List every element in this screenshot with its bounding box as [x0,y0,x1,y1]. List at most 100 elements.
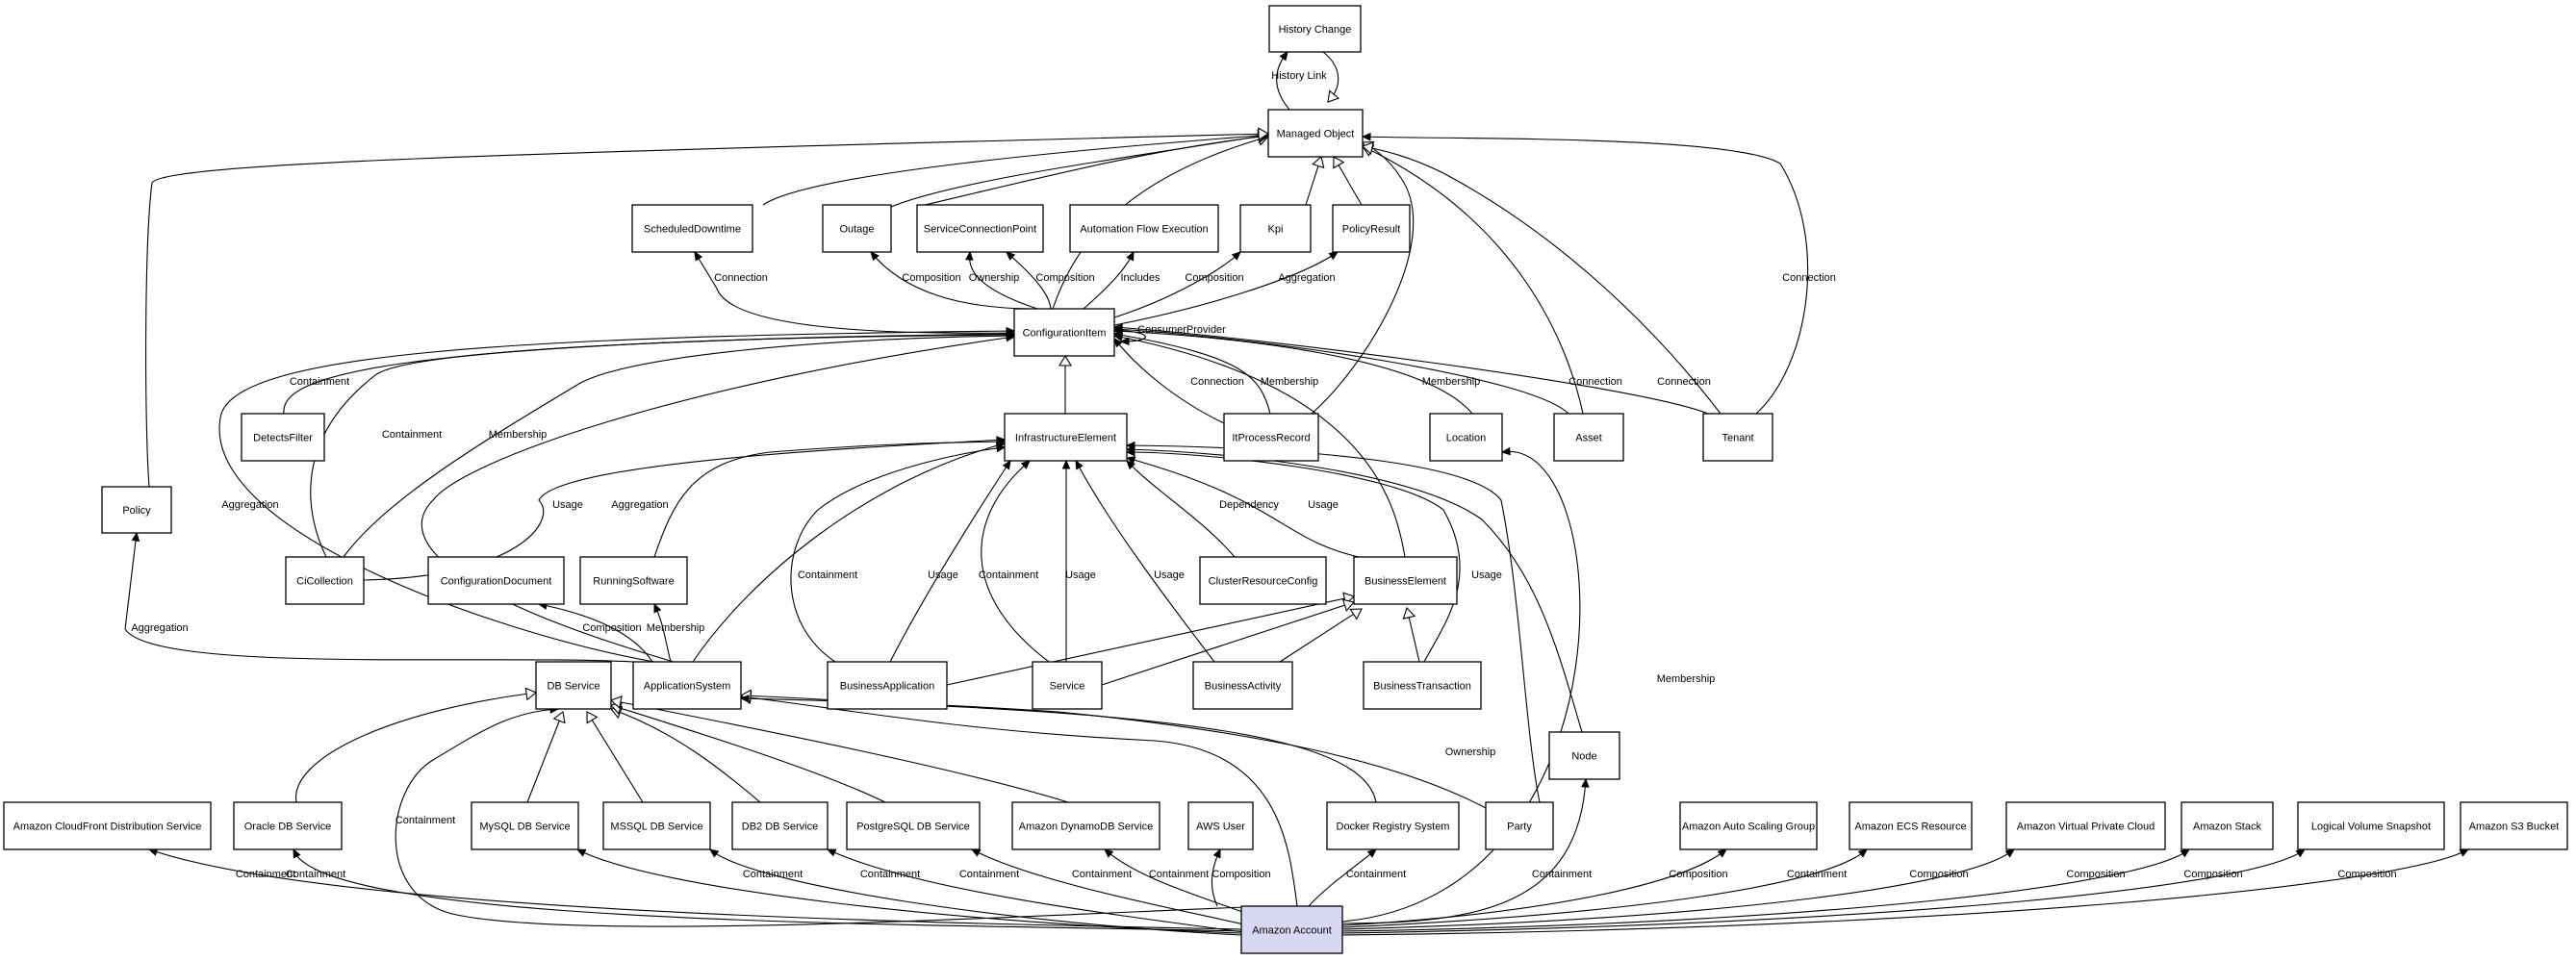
node-node[interactable]: Node [1548,731,1620,780]
node-amazon-s3[interactable]: Amazon S3 Bucket [2460,801,2568,850]
edge-amazon_account-to-location [1341,446,1581,923]
node-label: ConfigurationDocument [441,576,552,588]
edge-label-usage: Usage [1154,569,1185,581]
edge-service-to-infrastructure_element [981,460,1050,663]
edge-line-14 [870,251,1031,310]
edge-it_process_record-to-configuration_item [1113,338,1225,424]
node-box [2297,801,2445,850]
edge-line-29 [1113,326,1709,415]
edge-19-arrowhead [1328,251,1339,261]
edge-application_system-to-policy [124,531,634,663]
node-business-activity[interactable]: BusinessActivity [1192,661,1293,710]
node-configuration-item[interactable]: ConfigurationItem [1013,308,1115,357]
node-tenant[interactable]: Tenant [1702,413,1773,462]
node-history-change[interactable]: History Change [1268,5,1362,53]
edge-39-arrowhead [1061,459,1071,469]
node-application-system[interactable]: ApplicationSystem [632,661,742,710]
node-db2-db[interactable]: DB2 DB Service [731,801,829,850]
edge-line-56 [610,708,761,803]
node-box [1199,556,1327,605]
node-amazon-cloudfront[interactable]: Amazon CloudFront Distribution Service [3,801,212,850]
node-label: AWS User [1196,822,1245,833]
edge-line-47 [1101,601,1355,686]
edge-line-30 [218,330,1015,663]
edge-line-55 [586,711,644,803]
node-amazon-auto-scaling[interactable]: Amazon Auto Scaling Group [1679,801,1818,850]
node-business-element[interactable]: BusinessElement [1353,556,1458,605]
edge-73-arrowhead [1500,446,1511,456]
edge-line-65 [576,848,1242,934]
node-amazon-dynamodb[interactable]: Amazon DynamoDB Service [1011,801,1160,850]
node-box [1702,413,1773,462]
edge-8-arrowhead [1258,127,1270,141]
edge-72-arrowhead [1581,777,1590,788]
edge-65-arrowhead [575,848,587,857]
node-logical-volume-snapshot[interactable]: Logical Volume Snapshot [2297,801,2445,850]
node-db-service[interactable]: DB Service [535,661,612,710]
node-scheduled-downtime[interactable]: ScheduledDowntime [631,204,753,253]
node-postgresql-db[interactable]: PostgreSQL DB Service [846,801,981,850]
node-outage[interactable]: Outage [822,204,892,253]
node-ci-collection[interactable]: CiCollection [285,556,365,605]
node-infrastructure-element[interactable]: InfrastructureElement [1004,413,1128,462]
node-mssql-db[interactable]: MSSQL DB Service [602,801,711,850]
edge-label-aggregation: Aggregation [611,499,668,511]
edge-line-60 [740,695,1298,907]
node-service-connection-point[interactable]: ServiceConnectionPoint [916,204,1044,253]
node-automation-flow-execution[interactable]: Automation Flow Execution [1069,204,1219,253]
node-detects-filter[interactable]: DetectsFilter [241,413,325,462]
node-box [1239,204,1312,253]
node-amazon-stack[interactable]: Amazon Stack [2181,801,2274,850]
node-box [1011,801,1160,850]
node-amazon-vpc[interactable]: Amazon Virtual Private Cloud [2005,801,2166,850]
edge-line-34 [653,441,1006,558]
node-policy[interactable]: Policy [101,486,172,534]
node-docker-registry[interactable]: Docker Registry System [1326,801,1460,850]
edge-41-arrowhead [1126,460,1135,470]
node-label: Docker Registry System [1337,822,1450,833]
edge-label-connection: Connection [1657,376,1711,388]
edge-29-arrowhead [1112,323,1123,332]
edge-14-arrowhead [870,251,880,262]
edge-line-8 [145,133,1269,488]
node-business-transaction[interactable]: BusinessTransaction [1363,661,1482,710]
edge-2-arrowhead [1312,155,1325,169]
node-party[interactable]: Party [1485,801,1554,850]
node-configuration-document[interactable]: ConfigurationDocument [427,556,565,605]
edge-amazon_account-to-mssql_db [709,848,1242,936]
edge-line-9 [1311,141,1415,415]
node-asset[interactable]: Asset [1553,413,1624,462]
edge-label-containment: Containment [860,869,920,880]
node-mysql-db[interactable]: MySQL DB Service [471,801,579,850]
node-amazon-ecs[interactable]: Amazon ECS Resource [1849,801,1973,850]
node-managed-object[interactable]: Managed Object [1267,109,1364,158]
node-amazon-account[interactable]: Amazon Account [1240,905,1343,954]
edge-application_system-to-configuration_item [218,326,1016,663]
node-box [1192,661,1293,710]
edge-label-membership: Membership [489,429,548,441]
node-business-application[interactable]: BusinessApplication [827,661,948,710]
node-label: CiCollection [296,576,353,588]
edge-configuration_item-to-kpi [1113,251,1241,318]
node-policy-result[interactable]: PolicyResult [1332,204,1411,253]
edge-18-arrowhead [1231,251,1241,261]
edge-configuration_item-to-scheduled_downtime [694,250,1015,334]
edge-53-arrowhead [524,687,538,701]
node-oracle-db[interactable]: Oracle DB Service [233,801,343,850]
edge-amazon_dynamodb-to-db_service [609,695,1069,803]
edge-business_activity-to-infrastructure_element [1075,459,1215,663]
node-kpi[interactable]: Kpi [1239,204,1312,253]
edge-58-arrowhead [609,695,623,709]
edge-label-usage: Usage [1471,569,1502,581]
node-cluster-resource-config[interactable]: ClusterResourceConfig [1199,556,1327,605]
node-location[interactable]: Location [1429,413,1503,462]
node-box [1332,204,1411,253]
node-service[interactable]: Service [1032,661,1103,710]
node-running-software[interactable]: RunningSoftware [579,556,688,605]
edge-line-18 [1113,251,1241,318]
edge-37-arrowhead [1002,459,1011,470]
node-label: Logical Volume Snapshot [2311,822,2431,833]
node-aws-user[interactable]: AWS User [1187,801,1254,850]
node-it-process-record[interactable]: ItProcessRecord [1223,413,1319,462]
